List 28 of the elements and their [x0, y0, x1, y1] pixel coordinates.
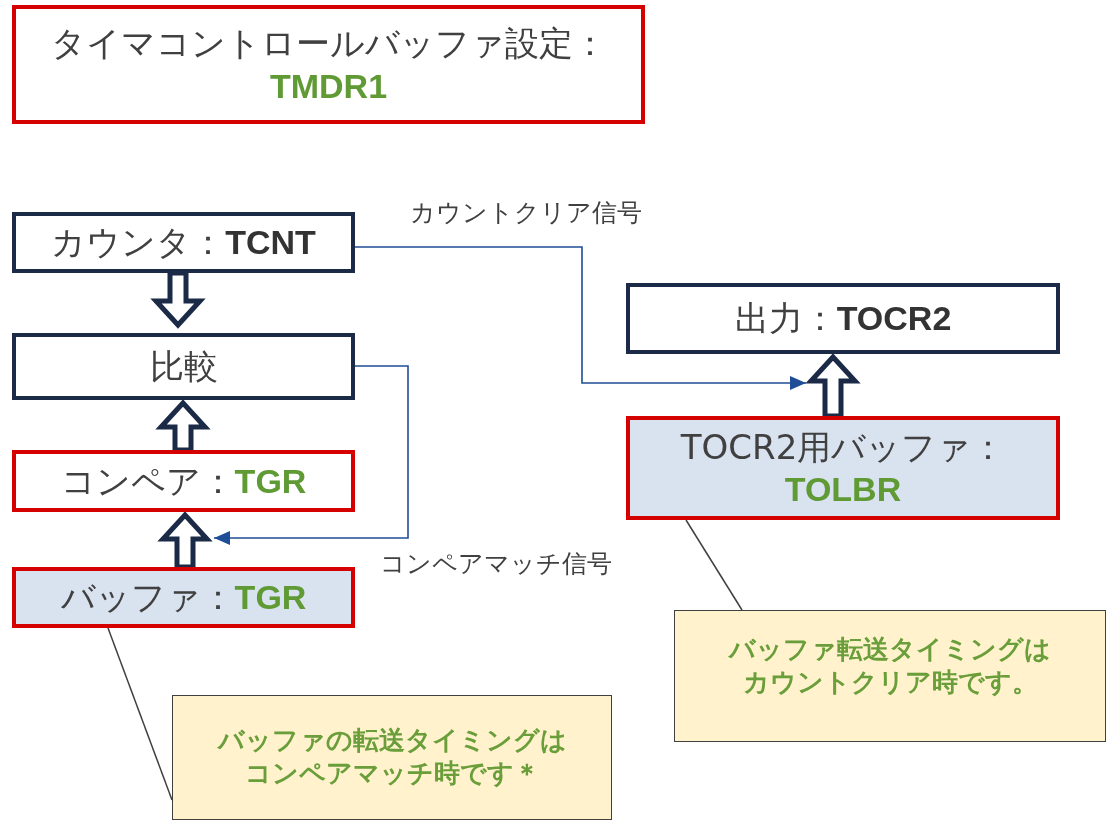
block-arrow: [150, 270, 206, 329]
signal-arrow: [213, 365, 409, 545]
signal-label: コンペアマッチ信号: [380, 549, 612, 579]
buffer-box: [626, 416, 1060, 520]
unit-box: [12, 212, 355, 273]
signal-arrow: [354, 246, 807, 390]
register-label: バッファ：TGR: [60, 576, 307, 619]
note-box: [674, 610, 1106, 742]
register-label: カウンタ：TCNT: [51, 221, 316, 264]
leader-line: [107, 627, 173, 801]
block-arrow: [157, 511, 213, 570]
register-label: TOCR2用バッファ：TOLBR: [679, 425, 1007, 510]
register-label: 比較: [149, 345, 218, 388]
buffer-box: [12, 567, 355, 628]
note-box: [172, 695, 612, 820]
block-arrow: [155, 399, 211, 453]
note-text: バッファの転送タイミングはコンペアマッチ時です＊: [216, 724, 568, 789]
unit-box: [626, 283, 1060, 354]
unit-box: [12, 333, 355, 400]
leader-line: [685, 519, 743, 611]
register-box: [12, 450, 355, 512]
block-arrow: [805, 353, 861, 419]
setting-box: [12, 5, 645, 124]
note-text: バッファ転送タイミングはカウントクリア時です。: [727, 633, 1052, 698]
register-label: コンペア：TGR: [60, 459, 307, 503]
edge-label: カウントクリア信号: [410, 198, 642, 228]
register-label: タイマコントロールバッファ設定：TMDR1: [49, 22, 608, 107]
register-label: 出力：TOCR2: [734, 297, 952, 340]
